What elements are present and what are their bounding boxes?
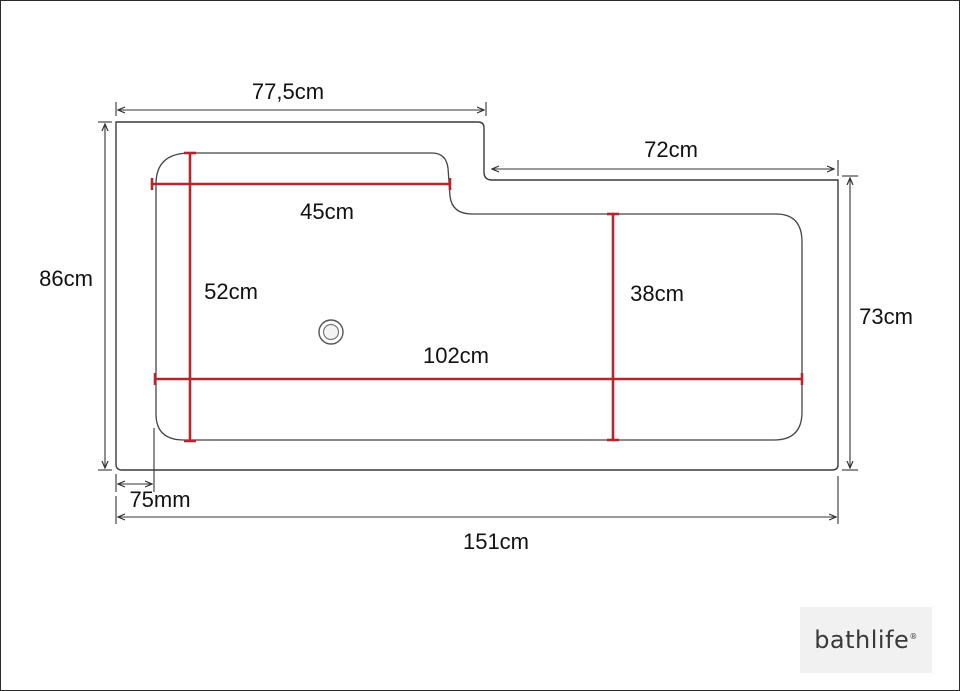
logo-text: bathlife® <box>814 626 918 654</box>
label-rim: 75mm <box>129 487 190 512</box>
inner-dimension-lines <box>150 151 804 443</box>
label-total-length: 151cm <box>463 529 529 554</box>
drain-icon <box>318 319 344 345</box>
label-inner-right-height: 38cm <box>630 281 684 306</box>
label-step-width: 72cm <box>644 137 698 162</box>
label-inner-top: 45cm <box>300 199 354 224</box>
brand-logo: bathlife® <box>800 607 932 673</box>
label-inner-length: 102cm <box>423 343 489 368</box>
label-inner-left-height: 52cm <box>204 279 258 304</box>
label-height-left: 86cm <box>39 266 93 291</box>
registered-mark: ® <box>909 632 918 641</box>
tub-inner-outline <box>155 152 803 441</box>
outer-dimension-lines <box>98 102 858 524</box>
label-height-right: 73cm <box>859 304 913 329</box>
tub-outer-outline <box>115 121 839 471</box>
logo-wordmark: bathlife <box>814 626 910 654</box>
label-top-width: 77,5cm <box>252 79 324 104</box>
